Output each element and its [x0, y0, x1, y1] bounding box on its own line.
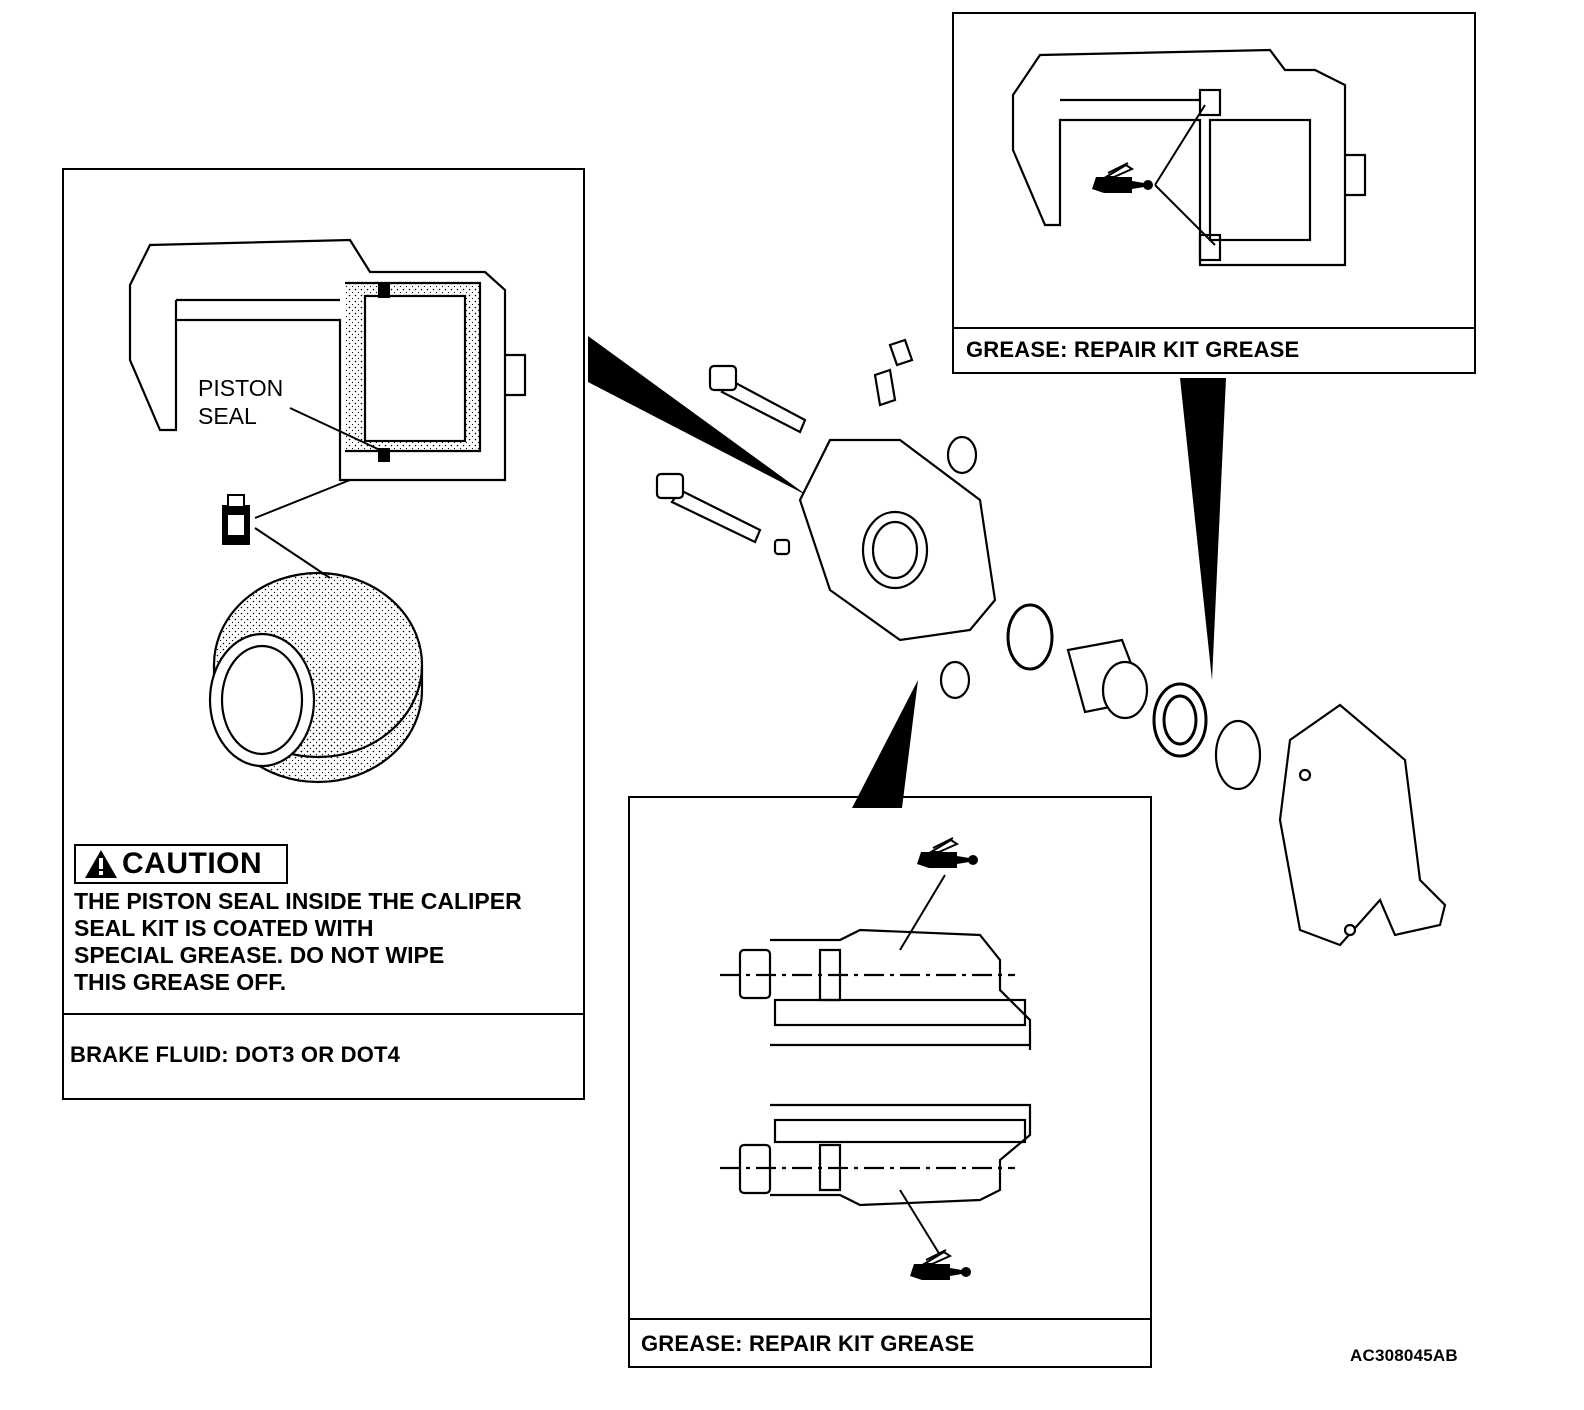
- piston-label-line-2: SEAL: [198, 403, 257, 429]
- caution-heading: CAUTION: [122, 847, 263, 880]
- left-callout-panel: [62, 168, 585, 1100]
- piston-boot: [1152, 682, 1208, 758]
- caution-line: THE PISTON SEAL INSIDE THE CALIPER: [74, 888, 522, 914]
- piston-seal-ring: [1006, 603, 1054, 671]
- caution-line: SEAL KIT IS COATED WITH: [74, 915, 374, 941]
- piston-label-line-1: PISTON: [198, 375, 284, 401]
- piston: [1066, 638, 1149, 720]
- caution-message: THE PISTON SEAL INSIDE THE CALIPER SEAL …: [74, 888, 522, 996]
- piston-seal-marker-top: [378, 284, 390, 298]
- grease-note-top-right: GREASE: REPAIR KIT GREASE: [966, 337, 1300, 362]
- callout-pointer-left: [588, 336, 808, 496]
- caliper-section-drawing-left: [128, 238, 527, 482]
- brake-fluid-bottle-icon: [222, 494, 250, 545]
- bottom-callout-panel: [628, 796, 1152, 1368]
- callout-pointer-top-right: [1180, 378, 1226, 680]
- figure-code: AC308045AB: [1350, 1346, 1458, 1365]
- bleeder-screw: [873, 338, 914, 407]
- dust-boots-small: [939, 435, 978, 700]
- top-right-panel-divider: [952, 327, 1476, 329]
- grease-note-bottom: GREASE: REPAIR KIT GREASE: [641, 1331, 975, 1356]
- guide-pin-bolt-upper: [708, 364, 807, 434]
- top-right-callout-panel: [952, 12, 1476, 374]
- callout-pointer-bottom: [852, 680, 918, 808]
- brake-fluid-note: BRAKE FLUID: DOT3 OR DOT4: [70, 1042, 401, 1067]
- guide-pin-bolt-lower: [655, 472, 791, 556]
- guide-pin-section-upper: [720, 928, 1032, 1050]
- boot-ring: [1214, 719, 1262, 791]
- caliper-section-drawing-top-right: [1011, 48, 1367, 267]
- caution-line: THIS GREASE OFF.: [74, 969, 287, 995]
- caution-heading-box: CAUTION: [74, 844, 288, 884]
- piston-seal-marker-bottom: [378, 448, 390, 462]
- caution-line: SPECIAL GREASE. DO NOT WIPE: [74, 942, 445, 968]
- guide-pin-section-lower: [720, 1103, 1032, 1207]
- warning-triangle-icon: [85, 850, 117, 878]
- caliper-support-bracket: [1278, 703, 1447, 947]
- left-panel-divider: [62, 1013, 585, 1015]
- bottom-panel-divider: [628, 1318, 1152, 1320]
- piston-seal-label: PISTON SEAL: [198, 374, 283, 430]
- caliper-body: [798, 438, 997, 642]
- piston-drawing-left: [208, 571, 424, 784]
